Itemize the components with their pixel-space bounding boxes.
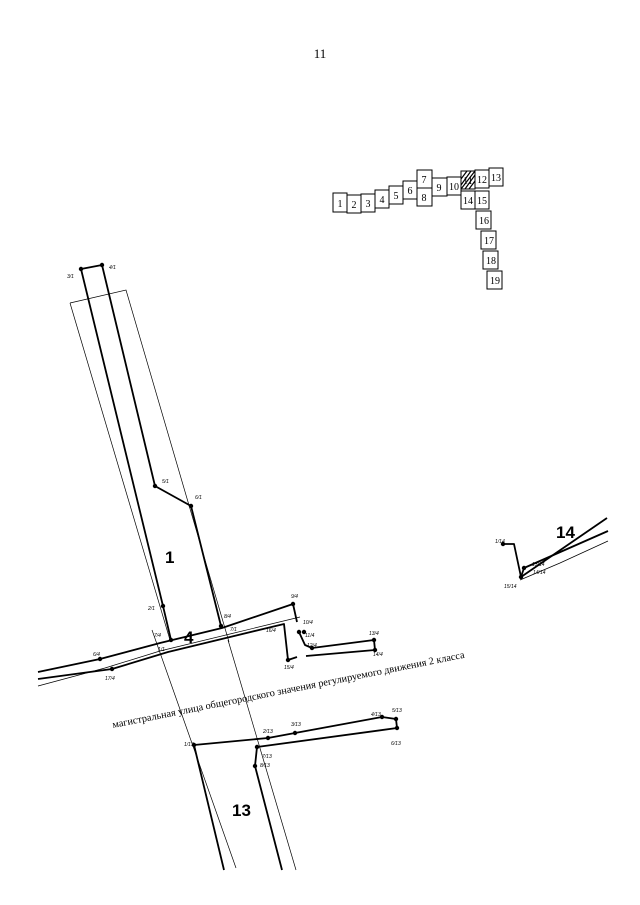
- point-label: 13/14: [532, 562, 545, 568]
- sheet-3-label: 3: [366, 199, 371, 210]
- point-label: 8/4: [224, 614, 231, 620]
- sheet-10-label: 10: [449, 182, 459, 193]
- point-label: 15/14: [504, 584, 517, 590]
- zone-14-label: 14: [556, 523, 575, 542]
- point-label: 13/4: [369, 631, 379, 637]
- point-label: 4/1: [109, 265, 116, 271]
- zone-13-boundary-left: [193, 744, 225, 871]
- point-labels: 3/1 4/1 5/1 6/1 2/1 7/1 1/1 6/4 7/4 8/4 …: [67, 265, 546, 769]
- sheet-4-label: 4: [380, 195, 385, 206]
- point-label: 7/1: [230, 627, 237, 633]
- zone-numbers: 1 4 13 14: [165, 523, 575, 820]
- point-label: 4/13: [371, 712, 381, 718]
- sheet-15-label: 15: [477, 196, 487, 207]
- point-label: 6/1: [195, 495, 202, 501]
- point-label: 5/1: [162, 479, 169, 485]
- point-label: 1/1: [158, 647, 165, 653]
- sheet-9-label: 9: [437, 183, 442, 194]
- page-number: 11: [313, 46, 327, 61]
- sheet-12-label: 12: [477, 175, 487, 186]
- sheet-index: 1 2 3 4 5 6 7 8 9 10 11 12 13 14 15 16 1…: [332, 167, 504, 290]
- point-label: 5/13: [392, 708, 402, 714]
- point-label: 2/1: [147, 606, 155, 612]
- sheet-17-label: 17: [484, 236, 494, 247]
- point-label: 14/14: [533, 570, 546, 576]
- point-label: 3/1: [67, 274, 74, 280]
- point-label: 7/13: [262, 754, 272, 760]
- point-label: 11/4: [305, 633, 315, 639]
- point-label: 1/13: [184, 742, 194, 748]
- point-label: 10/4: [303, 620, 313, 626]
- sheet-1-label: 1: [338, 199, 343, 210]
- sheet-5-label: 5: [394, 191, 399, 202]
- sheet-8-label: 8: [422, 193, 427, 204]
- sheet-16-label: 16: [479, 216, 489, 227]
- point-label: 1/14: [495, 539, 505, 545]
- sheet-19-label: 19: [490, 276, 500, 287]
- sheet-11-label: 11: [463, 176, 473, 187]
- zone-4-boundary: [37, 603, 298, 673]
- sheet-6-label: 6: [408, 186, 413, 197]
- zone-14-boundary: [503, 517, 608, 578]
- point-label: 9/4: [291, 594, 298, 600]
- thin-lines: [37, 289, 609, 871]
- point-label: 3/13: [291, 722, 301, 728]
- point-label: 17/4: [105, 676, 115, 682]
- point-label: 14/4: [373, 652, 383, 658]
- point-label: 2/13: [262, 729, 273, 735]
- zone-13-label: 13: [232, 801, 251, 820]
- zone-1-label: 1: [165, 548, 174, 567]
- zone-4-boundary-right: [298, 631, 376, 657]
- zone-1-boundary-left: [80, 268, 172, 641]
- sheet-7-label: 7: [422, 175, 427, 186]
- sheet-2-label: 2: [352, 200, 357, 211]
- sheet-14-label: 14: [463, 196, 473, 207]
- point-label: 16/4: [266, 628, 276, 634]
- point-label: 12/4: [307, 643, 317, 649]
- point-label: 15/4: [284, 665, 294, 671]
- zone-4-label: 4: [184, 628, 194, 647]
- point-label: 6/13: [391, 741, 401, 747]
- point-label: 8/13: [260, 763, 270, 769]
- zone-1-boundary: [80, 264, 222, 627]
- sheet-13-label: 13: [491, 173, 501, 184]
- point-markers: [78, 262, 527, 769]
- point-label: 6/4: [93, 652, 100, 658]
- sheet-18-label: 18: [486, 256, 496, 267]
- point-label: 7/4: [154, 633, 161, 639]
